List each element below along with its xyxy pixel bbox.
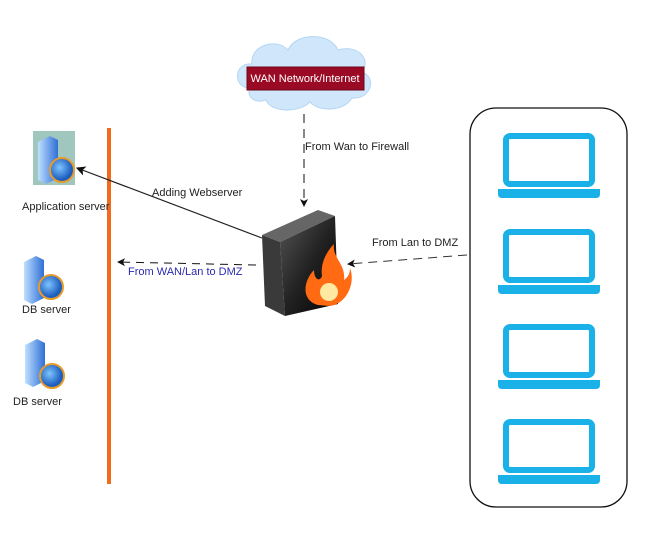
application-server[interactable]: Application server [22,131,110,213]
laptop-icon[interactable] [498,229,600,294]
server-label: Application server [22,201,110,213]
edge-label-wan-lan-dmz: From WAN/Lan to DMZ [128,266,243,278]
laptop-icon[interactable] [498,419,600,484]
edge-adding-webserver [75,166,263,239]
edge-label-wan-firewall: From Wan to Firewall [305,141,409,153]
edge-label-adding-webserver: Adding Webserver [152,187,243,199]
wan-label: WAN Network/Internet [250,73,359,85]
laptop-icon[interactable] [498,324,600,389]
db-server[interactable]: DB server [22,256,71,316]
firewall-icon [262,210,352,316]
db-server[interactable]: DB server [13,339,65,408]
wan-cloud: WAN Network/Internet [237,36,372,111]
edge-wan-lan-dmz [117,258,257,267]
edge-label-lan-dmz: From Lan to DMZ [372,237,458,249]
laptop-icon[interactable] [498,133,600,198]
lan-group [469,107,628,508]
dmz-line [107,128,111,484]
server-label: DB server [13,396,62,408]
edge-lan-dmz [347,254,468,268]
server-label: DB server [22,304,71,316]
